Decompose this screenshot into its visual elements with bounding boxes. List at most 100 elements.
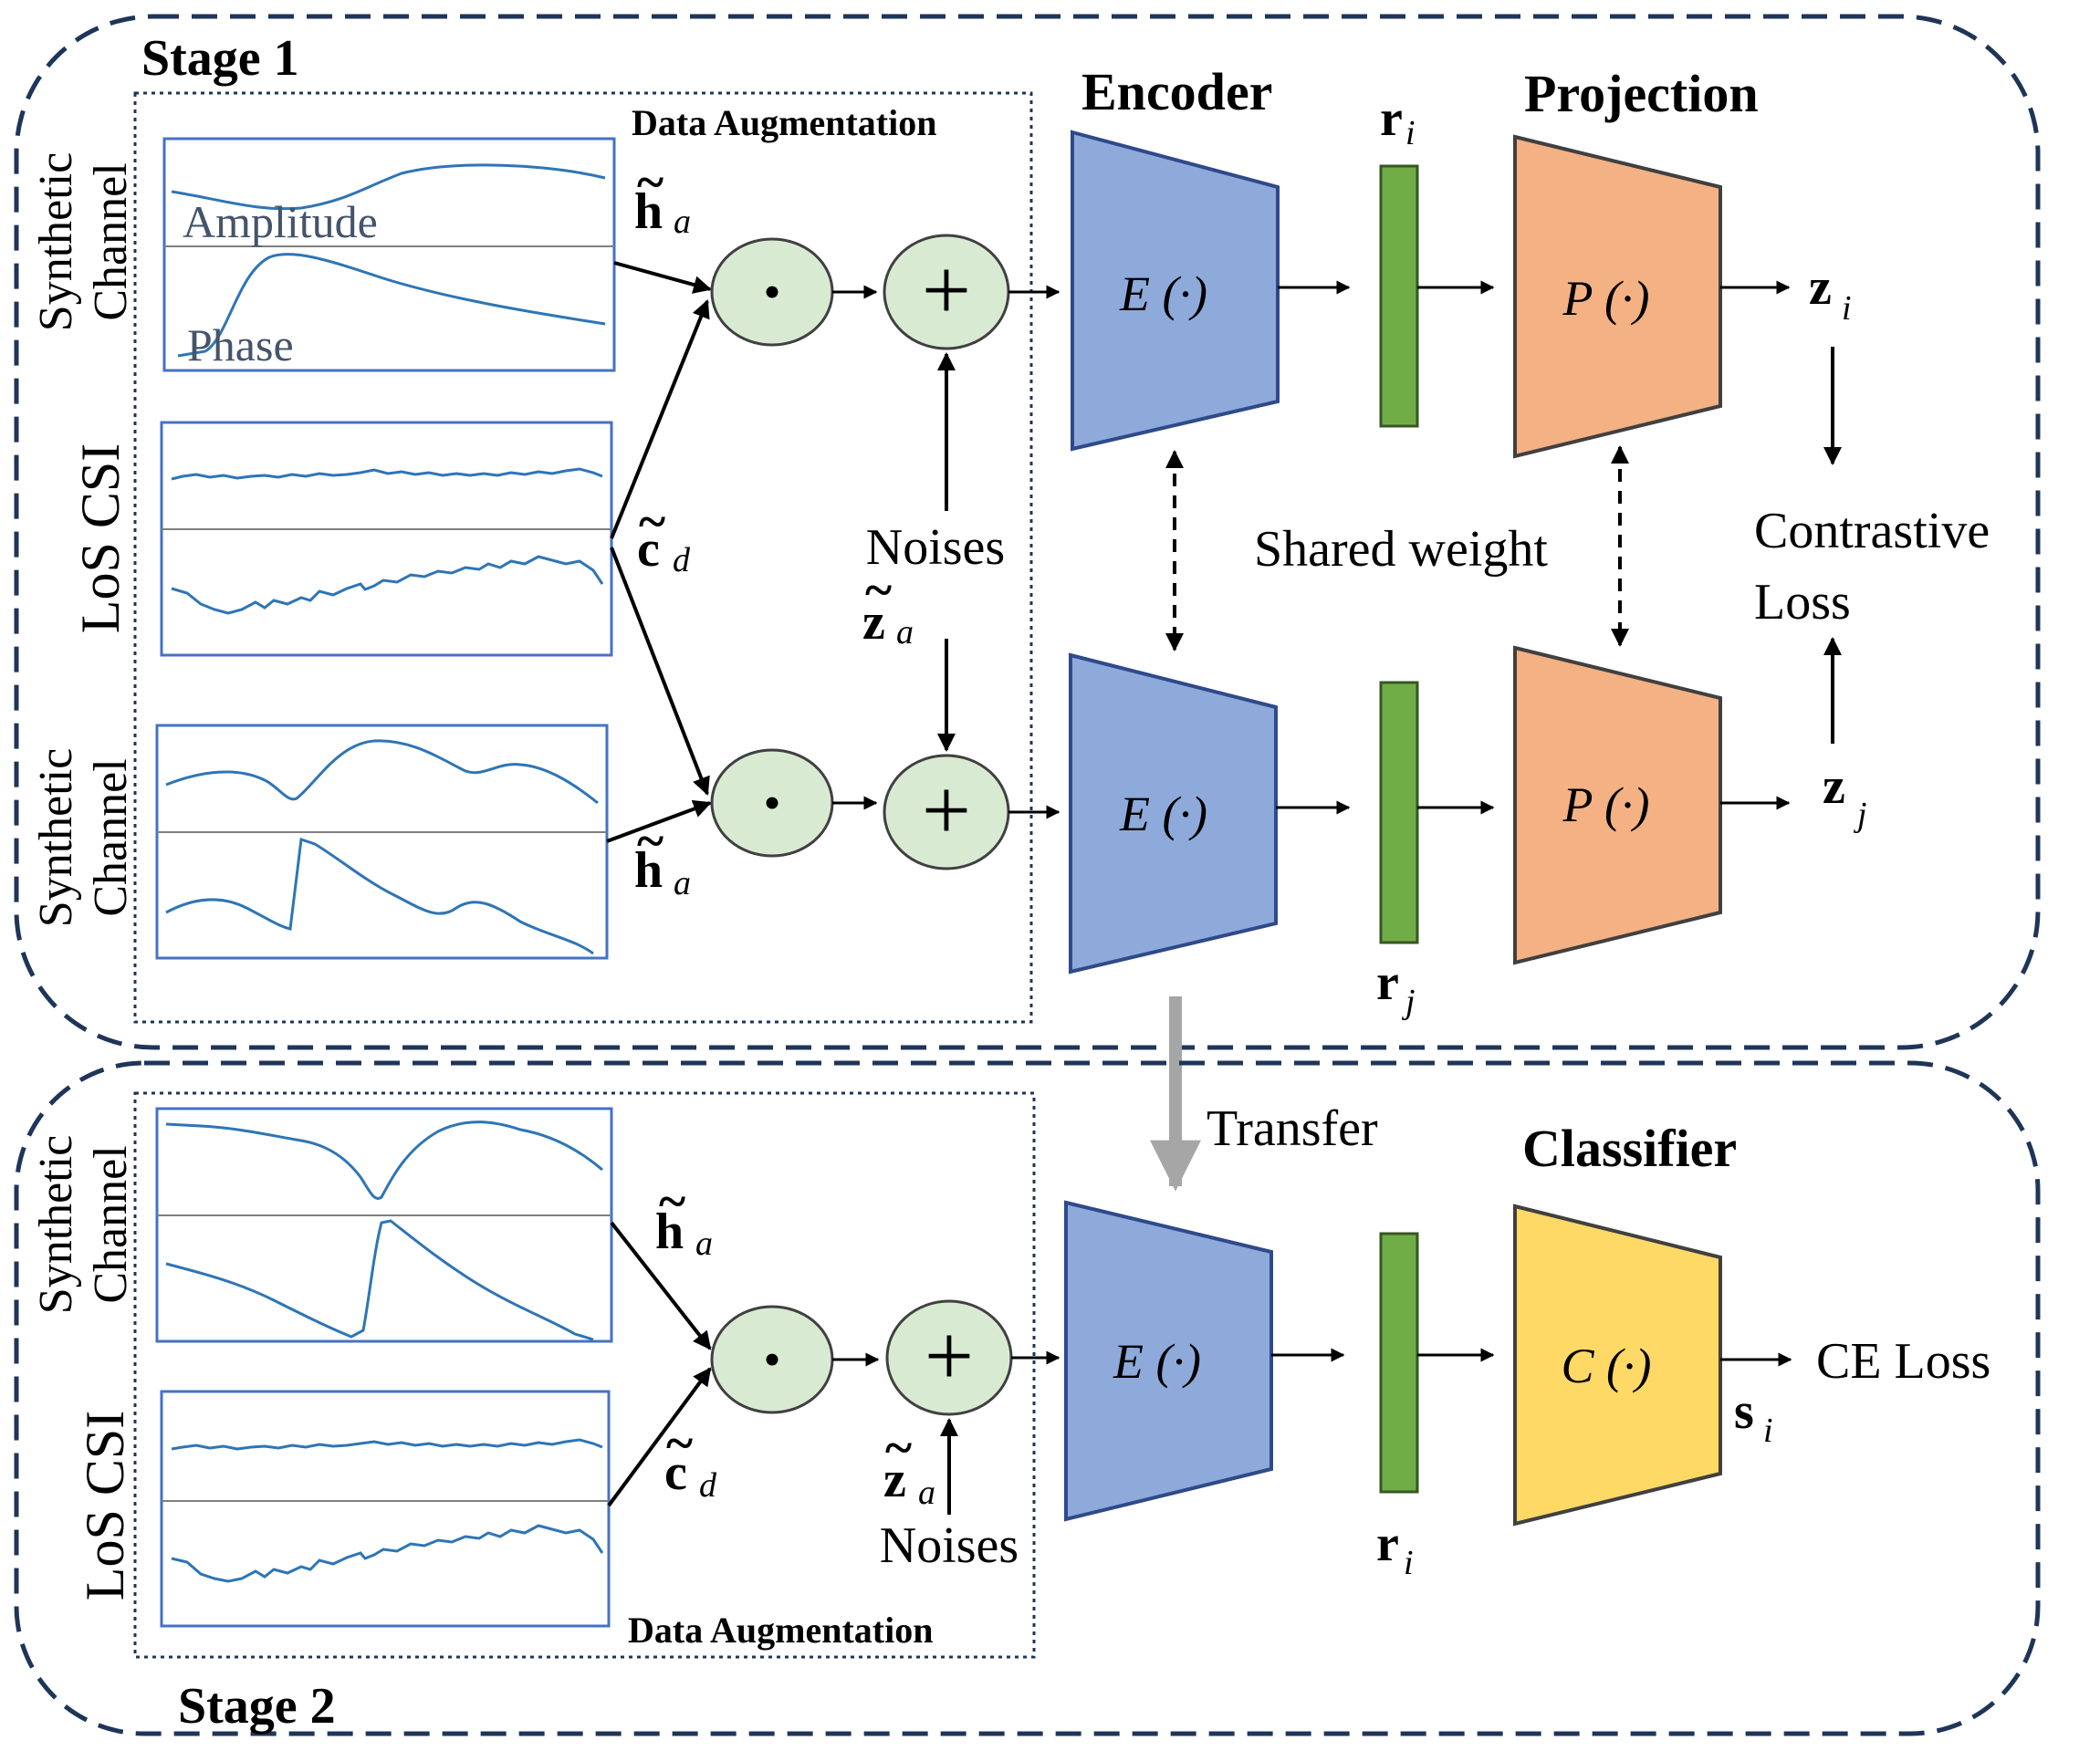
si-label: s i <box>1734 1383 1773 1450</box>
svg-text:Channel: Channel <box>85 1145 137 1303</box>
stage1-c-tilde: ~ c d <box>637 494 691 579</box>
stage1-h-tilde-bottom: ~ h a <box>634 813 691 902</box>
svg-text:c: c <box>664 1444 687 1501</box>
encoder-title: Encoder <box>1081 62 1272 121</box>
svg-text:~: ~ <box>865 562 892 619</box>
classifier-title: Classifier <box>1522 1119 1737 1178</box>
zi-label: z i <box>1809 259 1852 328</box>
svg-text:+: + <box>925 1307 974 1404</box>
svg-text:j: j <box>1853 796 1867 834</box>
stage2-add-node: + <box>885 1299 1013 1416</box>
svg-text:P (·): P (·) <box>1562 777 1650 832</box>
svg-text:i: i <box>1763 1412 1773 1450</box>
svg-text:+: + <box>922 241 971 339</box>
stage1-augmentation-title: Data Augmentation <box>632 102 936 143</box>
stage1-synthetic-label-bottom: Synthetic Channel <box>30 748 137 927</box>
stage2-synthetic-amp-curve <box>165 1120 603 1200</box>
stage2-los-phase-curve <box>171 1524 604 1583</box>
svg-text:P (·): P (·) <box>1562 271 1650 326</box>
stage1-border <box>14 14 2041 1050</box>
stage2-encoder-block: E (·) <box>1064 1200 1273 1522</box>
svg-text:E (·): E (·) <box>1119 787 1207 841</box>
svg-text:h: h <box>634 183 663 240</box>
stage2-representation-ri <box>1379 1232 1419 1494</box>
ce-loss-label: CE Loss <box>1816 1333 1990 1390</box>
amplitude-label: Amplitude <box>183 196 378 247</box>
stage1-synthetic-plot-top: Amplitude Phase <box>162 137 616 372</box>
svg-text:j: j <box>1401 983 1416 1021</box>
projection-title: Projection <box>1524 64 1759 123</box>
stage1-los-csi-plot <box>160 421 613 657</box>
projection-block-bottom: P (·) <box>1513 645 1722 965</box>
stage1-synthetic-label-top: Synthetic Channel <box>30 152 137 331</box>
svg-text:~: ~ <box>637 154 663 211</box>
projection-block-top: P (·) <box>1513 134 1722 459</box>
svg-text:Synthetic: Synthetic <box>30 152 82 331</box>
svg-text:Synthetic: Synthetic <box>30 748 82 927</box>
svg-text:r: r <box>1380 90 1403 147</box>
arrow-h-bottom-to-mult <box>606 799 712 843</box>
stage2-synthetic-phase-curve <box>165 1219 594 1341</box>
arrow-c-to-mult-top <box>610 299 710 539</box>
los-amplitude-curve <box>171 467 603 481</box>
stage1-multiply-node-top: • <box>710 237 834 347</box>
stage2-augmentation-title: Data Augmentation <box>628 1610 933 1651</box>
encoder-block-bottom: E (·) <box>1069 652 1278 975</box>
stage1-add-node-bottom: + <box>883 754 1010 870</box>
svg-text:i: i <box>1404 1544 1414 1582</box>
arrow-c-to-mult-bottom <box>610 547 710 796</box>
svg-text:a: a <box>695 1225 713 1263</box>
svg-text:•: • <box>765 779 780 828</box>
stage2-z-tilde: ~ z a <box>883 1420 935 1512</box>
representation-ri-top <box>1379 164 1419 428</box>
svg-text:Channel: Channel <box>85 758 137 916</box>
los-phase-curve <box>171 555 604 615</box>
svg-text:z: z <box>883 1452 906 1508</box>
shared-weight-label: Shared weight <box>1254 521 1548 578</box>
synthetic-phase-curve-2 <box>165 837 594 955</box>
stage2-ri-label: r i <box>1376 1516 1414 1582</box>
svg-text:d: d <box>673 541 691 579</box>
svg-text:Synthetic: Synthetic <box>30 1135 82 1314</box>
stage1-h-tilde-top: ~ h a <box>634 154 691 241</box>
synthetic-amp-curve-2 <box>165 739 599 805</box>
contrastive-loss-label-2: Loss <box>1754 574 1851 631</box>
stage2-c-tilde: ~ c d <box>664 1415 717 1505</box>
stage1-multiply-node-bottom: • <box>710 748 834 858</box>
stage2-title: Stage 2 <box>178 1678 336 1735</box>
svg-text:h: h <box>634 842 663 899</box>
stage2-multiply-node: • <box>710 1305 834 1414</box>
svg-text:Channel: Channel <box>85 162 137 320</box>
svg-text:E (·): E (·) <box>1119 266 1207 321</box>
svg-text:s: s <box>1734 1383 1754 1440</box>
svg-text:E (·): E (·) <box>1113 1334 1201 1389</box>
zj-label: z j <box>1823 758 1867 834</box>
arrow-h-top-to-mult <box>613 261 712 294</box>
svg-text:a: a <box>674 203 691 241</box>
svg-text:c: c <box>637 521 660 578</box>
encoder-block-top: E (·) <box>1071 130 1280 452</box>
classifier-block: C (·) <box>1513 1204 1722 1527</box>
svg-text:~: ~ <box>885 1420 912 1476</box>
svg-text:r: r <box>1376 954 1399 1011</box>
svg-text:~: ~ <box>639 494 665 550</box>
stage2-synthetic-plot <box>155 1107 613 1343</box>
stage2-los-csi-plot <box>160 1390 611 1628</box>
svg-text:a: a <box>918 1474 935 1512</box>
stage2-los-amplitude-curve <box>171 1438 603 1451</box>
stage1-ri-label: r i <box>1380 90 1416 152</box>
phase-curve <box>177 253 606 358</box>
svg-text:z: z <box>1809 259 1832 316</box>
stage2-los-label: LoS CSI <box>75 1411 135 1600</box>
stage1-synthetic-plot-bottom <box>155 724 609 960</box>
representation-rj <box>1379 681 1419 944</box>
svg-text:a: a <box>896 613 914 651</box>
svg-text:r: r <box>1376 1516 1399 1572</box>
phase-label: Phase <box>187 319 294 370</box>
stage1-los-label: LoS CSI <box>70 443 131 633</box>
svg-text:C (·): C (·) <box>1562 1339 1652 1393</box>
svg-text:i: i <box>1405 114 1416 152</box>
svg-text:•: • <box>765 1336 780 1384</box>
transfer-label: Transfer <box>1207 1100 1378 1157</box>
stage2-h-tilde: ~ h a <box>655 1173 713 1263</box>
